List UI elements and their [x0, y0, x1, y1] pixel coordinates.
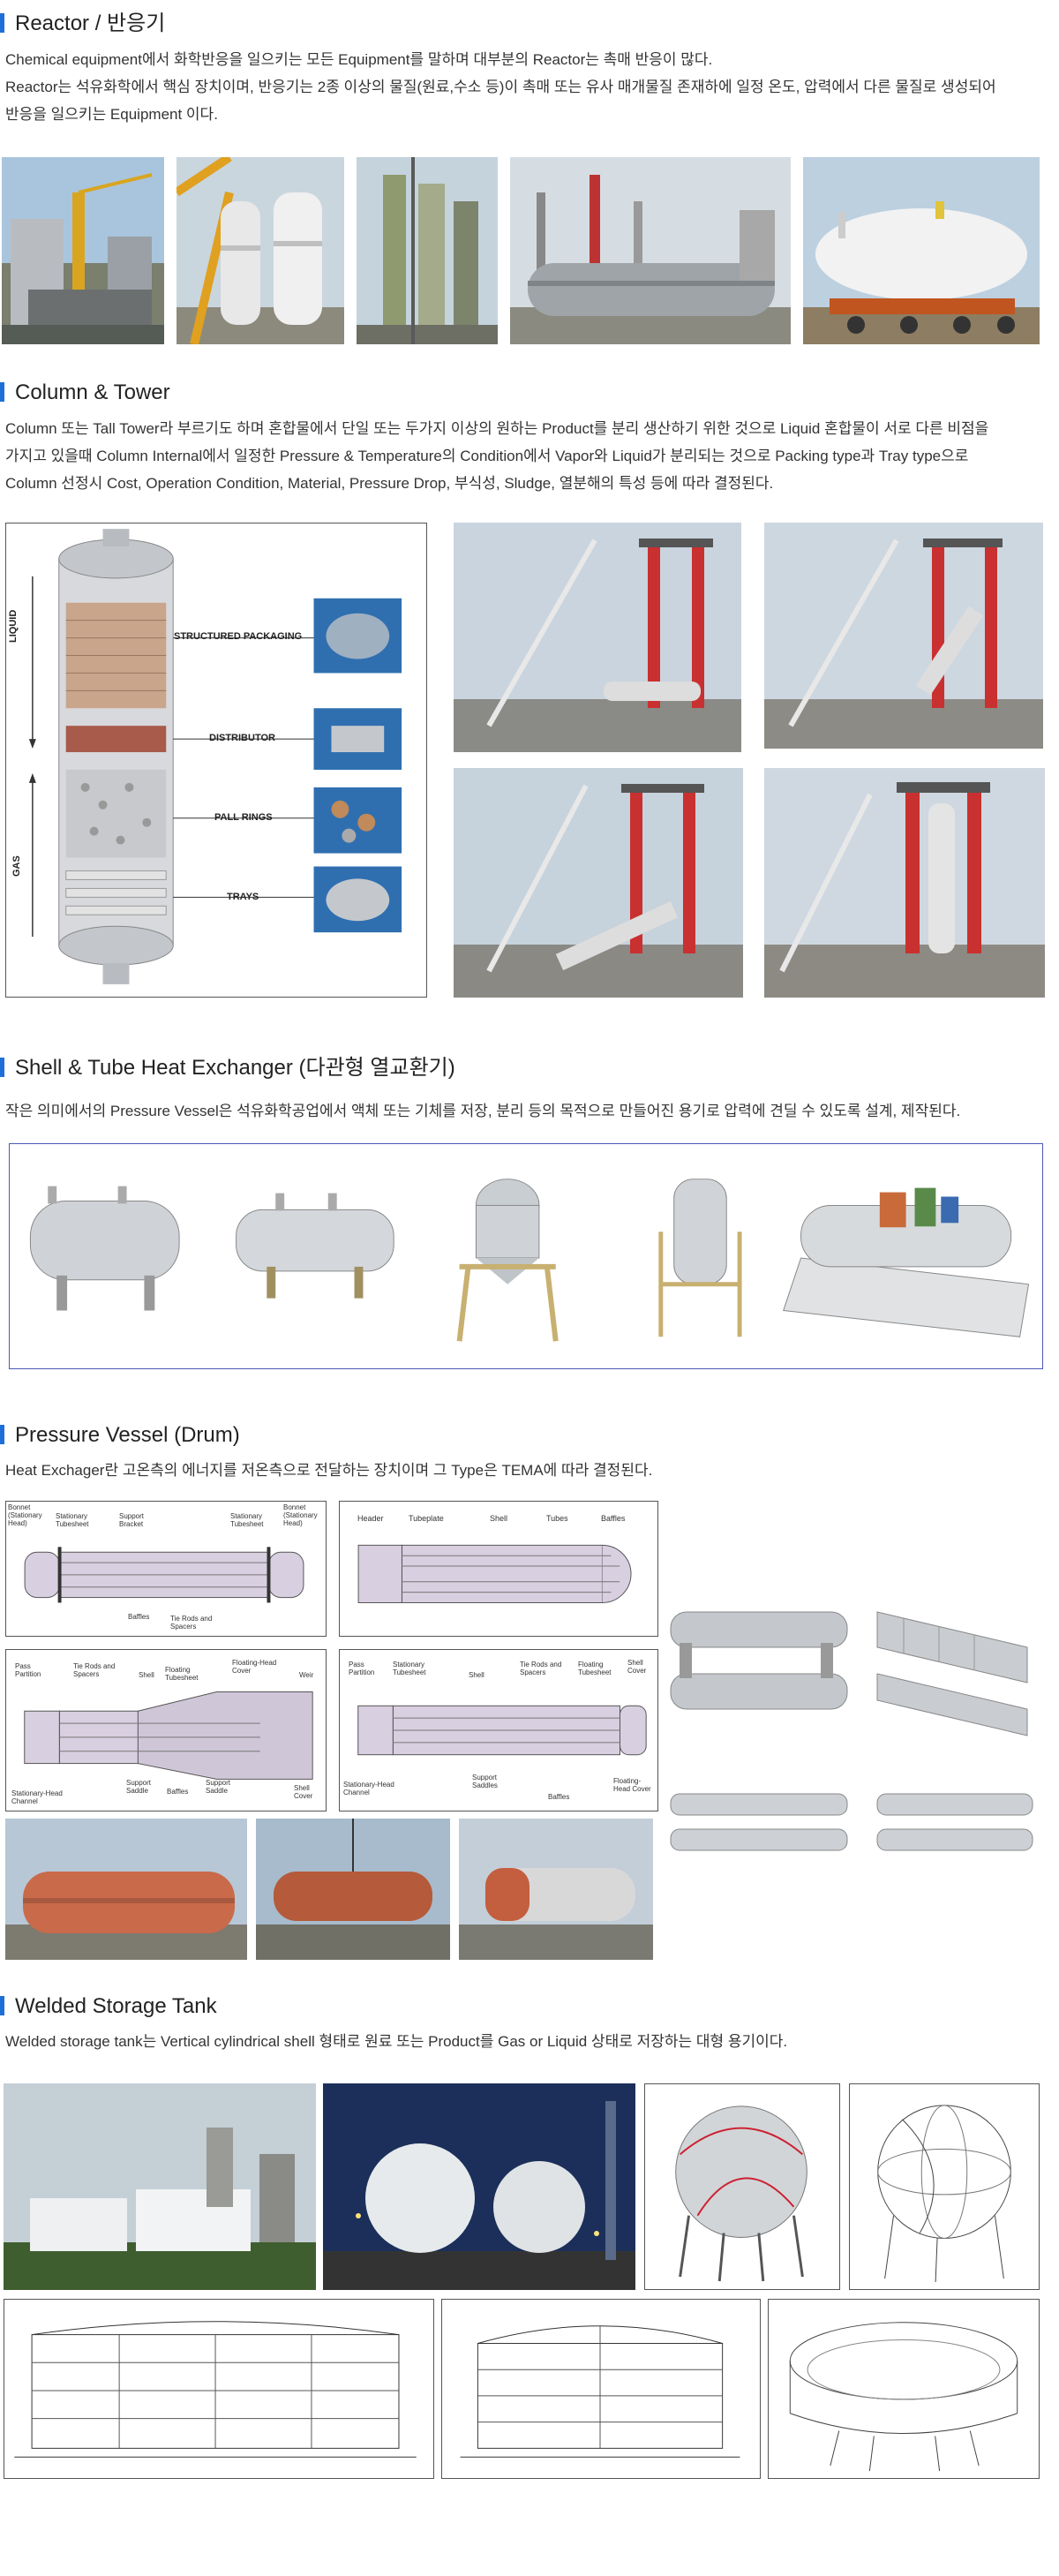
exchanger-label: Pass Partition [15, 1662, 41, 1678]
diagram-label-distributor: DISTRIBUTOR [209, 733, 275, 743]
exchanger-label: Stationary-Head Channel [343, 1781, 394, 1796]
title-accent-bar [0, 13, 4, 33]
storage-tank-blueprint-1 [4, 2299, 434, 2479]
section-title-heat-exchanger: Shell & Tube Heat Exchanger (다관형 열교환기) [0, 1055, 455, 1081]
exchanger-diagram-4: Pass Partition Stationary Tubesheet Shel… [339, 1649, 658, 1811]
exchanger-rendering-4 [868, 1780, 1041, 1864]
exchanger-photo-3 [459, 1819, 653, 1960]
exchanger-label: Baffles [128, 1613, 150, 1621]
column-internals-diagram: STRUCTURED PACKAGING DISTRIBUTOR PALL RI… [5, 523, 427, 998]
exchanger-label: Support Saddle [206, 1779, 231, 1795]
exchanger-photo-1 [5, 1819, 247, 1960]
section-title-reactor: Reactor / 반응기 [0, 11, 165, 37]
section-description-heat-exchanger: 작은 의미에서의 Pressure Vessel은 석유화학공업에서 액체 또는… [5, 1103, 961, 1119]
section-title-column: Column & Tower [0, 380, 170, 406]
exchanger-label: Stationary Tubesheet [393, 1661, 426, 1676]
title-accent-bar [0, 1425, 4, 1444]
exchanger-label: Baffles [601, 1514, 626, 1523]
exchanger-rendering-1 [662, 1594, 856, 1744]
exchanger-label: Floating Tubesheet [578, 1661, 612, 1676]
diagram-label-structured-packaging: STRUCTURED PACKAGING [174, 631, 303, 642]
exchanger-label: Stationary-Head Channel [11, 1789, 63, 1805]
exchanger-label: Tie Rods and Spacers [520, 1661, 562, 1676]
pressure-vessel-renderings [9, 1143, 1043, 1369]
exchanger-label: Shell [490, 1514, 508, 1523]
exchanger-label: Support Saddle [126, 1779, 152, 1795]
reactor-photo-3 [357, 157, 498, 344]
exchanger-label: Shell [139, 1671, 154, 1679]
storage-tank-sphere-drawing-1 [644, 2083, 840, 2290]
exchanger-label: Stationary Tubesheet [230, 1512, 264, 1528]
storage-tank-photo-1 [4, 2083, 316, 2290]
exchanger-label: Floating-Head Cover [232, 1659, 277, 1675]
section-title-pressure-vessel: Pressure Vessel (Drum) [0, 1422, 240, 1449]
diagram-label-trays: TRAYS [227, 892, 259, 902]
title-accent-bar [0, 1058, 4, 1077]
exchanger-label: Bonnet (Stationary Head) [283, 1503, 318, 1527]
storage-tank-sphere-drawing-2 [849, 2083, 1040, 2290]
diagram-label-liquid: LIQUID [8, 609, 19, 643]
section-description-reactor: Chemical equipment에서 화학반응을 일으키는 모든 Equip… [5, 51, 996, 123]
section-title-storage-tank: Welded Storage Tank [0, 1993, 217, 2020]
exchanger-rendering-2 [868, 1594, 1041, 1744]
exchanger-photo-2 [256, 1819, 450, 1960]
exchanger-label: Floating-Head Cover [613, 1777, 651, 1793]
exchanger-label: Baffles [167, 1788, 189, 1796]
exchanger-label: Stationary Tubesheet [56, 1512, 89, 1528]
exchanger-label: Shell Cover [294, 1784, 313, 1800]
exchanger-diagram-3: Pass Partition Tie Rods and Spacers Shel… [5, 1649, 327, 1811]
exchanger-label: Shell [469, 1671, 484, 1679]
exchanger-label: Header [357, 1514, 384, 1523]
exchanger-label: Tie Rods and Spacers [73, 1662, 116, 1678]
storage-tank-photo-2 [323, 2083, 635, 2290]
exchanger-label: Weir [299, 1671, 314, 1679]
storage-tank-floating-roof-drawing [768, 2299, 1040, 2479]
reactor-photo-2 [176, 157, 344, 344]
reactor-photo-4 [510, 157, 791, 344]
tower-erection-photo-1 [454, 523, 741, 752]
section-description-column: Column 또는 Tall Tower라 부르기도 하며 혼합물에서 단일 또… [5, 420, 989, 492]
section-description-pressure-vessel: Heat Exchager란 고온측의 에너지를 저온측으로 전달하는 장치이며… [5, 1462, 653, 1479]
exchanger-label: Tubeplate [409, 1514, 444, 1523]
exchanger-label: Tie Rods and Spacers [170, 1615, 213, 1631]
storage-tank-blueprint-2 [441, 2299, 761, 2479]
exchanger-label: Shell Cover [627, 1659, 647, 1675]
exchanger-label: Baffles [548, 1793, 570, 1801]
exchanger-label: Support Bracket [119, 1512, 145, 1528]
exchanger-label: Tubes [546, 1514, 568, 1523]
exchanger-label: Pass Partition [349, 1661, 375, 1676]
exchanger-diagram-1: Bonnet (Stationary Head) Stationary Tube… [5, 1501, 327, 1637]
tower-erection-photo-4 [764, 768, 1045, 998]
diagram-label-pall-rings: PALL RINGS [214, 812, 273, 823]
exchanger-label: Bonnet (Stationary Head) [8, 1503, 42, 1527]
tower-erection-photo-2 [764, 523, 1043, 749]
exchanger-label: Floating Tubesheet [165, 1666, 199, 1682]
section-description-storage-tank: Welded storage tank는 Vertical cylindrica… [5, 2033, 788, 2050]
title-accent-bar [0, 1996, 4, 2015]
exchanger-label: Support Saddles [472, 1774, 498, 1789]
reactor-photo-5 [803, 157, 1040, 344]
exchanger-rendering-3 [662, 1780, 856, 1864]
exchanger-diagram-2: Header Tubeplate Shell Tubes Baffles [339, 1501, 658, 1637]
reactor-photo-1 [2, 157, 164, 344]
diagram-label-gas: GAS [11, 855, 22, 877]
tower-erection-photo-3 [454, 768, 743, 998]
title-accent-bar [0, 382, 4, 402]
